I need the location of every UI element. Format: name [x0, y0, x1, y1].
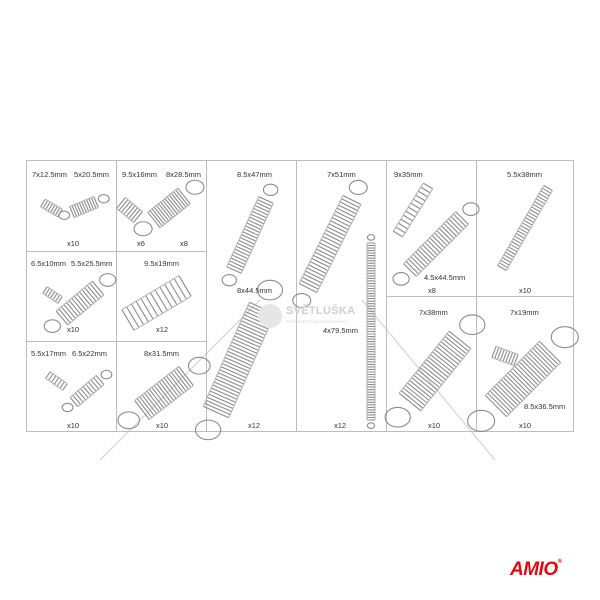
- spring-8x31.5: [117, 356, 211, 430]
- count-c5: x8: [428, 286, 436, 295]
- label-4.5x44.5: 4.5x44.5mm: [424, 273, 466, 282]
- label-6.5x22: 6.5x22mm: [72, 349, 108, 358]
- label-5.5x25.5: 5.5x25.5mm: [71, 259, 113, 268]
- label-4x79.5: 4x79.5mm: [323, 326, 359, 335]
- spring-5.5x17: [45, 371, 68, 391]
- spring-7x38: [384, 314, 486, 428]
- watermark-title: SVĚTLUŠKA: [286, 305, 356, 317]
- amio-logo-text: AMIO: [510, 559, 558, 580]
- count-c7: x10: [67, 325, 80, 334]
- count-c11: x10: [428, 421, 441, 430]
- spring-assortment-grid: 7x12.5mm 5x20.5mm x10 9.5x16mm 8x28.5mm …: [26, 160, 574, 432]
- label-9.5x16: 9.5x16mm: [122, 170, 158, 179]
- spring-8x28.5: [133, 179, 205, 237]
- count-c6: x10: [519, 286, 532, 295]
- label-7x19: 7x19mm: [510, 308, 539, 317]
- watermark: SVĚTLUŠKA SVĚT SVĚTEL A AUTODOPLŇKŮ: [258, 302, 368, 330]
- spring-5x20.5: [58, 194, 110, 220]
- spring-9x35: [392, 182, 434, 238]
- label-8x31.5: 8x31.5mm: [144, 349, 180, 358]
- label-5.5x17: 5.5x17mm: [31, 349, 67, 358]
- amio-logo: AMIO®: [510, 559, 562, 581]
- count-c2b: x8: [180, 239, 188, 248]
- count-c9: x10: [67, 421, 80, 430]
- registered-mark: ®: [557, 559, 562, 565]
- label-7x38: 7x38mm: [419, 308, 448, 317]
- spring-9.5x16: [116, 197, 143, 223]
- label-5x20.5: 5x20.5mm: [74, 170, 110, 179]
- spring-5.5x25.5: [43, 273, 117, 333]
- spring-7x12.5: [40, 198, 63, 218]
- count-c3: x12: [248, 421, 261, 430]
- spring-4.5x44.5: [392, 202, 480, 286]
- label-8.5x47: 8.5x47mm: [237, 170, 273, 179]
- count-c12: x10: [519, 421, 532, 430]
- spring-4x79.5: [366, 234, 376, 429]
- label-7x12.5: 7x12.5mm: [32, 170, 68, 179]
- spring-8.5x36.5: [467, 326, 579, 432]
- spring-6.5x22: [61, 369, 113, 413]
- label-9.5x19: 9.5x19mm: [144, 259, 180, 268]
- count-c4: x12: [334, 421, 347, 430]
- spring-7x51: [292, 179, 368, 309]
- count-c2a: x6: [137, 239, 145, 248]
- spring-7x19: [491, 345, 519, 367]
- spring-8x44.5: [194, 279, 284, 441]
- spring-9.5x19: [121, 275, 192, 331]
- firefly-icon: [258, 304, 282, 328]
- label-9x35: 9x35mm: [394, 170, 423, 179]
- cell-c12: [476, 296, 574, 432]
- count-c1: x10: [67, 239, 80, 248]
- count-c8: x12: [156, 325, 169, 334]
- watermark-subtitle: SVĚT SVĚTEL A AUTODOPLŇKŮ: [286, 319, 348, 324]
- label-8.5x36.5: 8.5x36.5mm: [524, 402, 566, 411]
- spring-6.5x10: [42, 286, 63, 304]
- spring-8.5x47: [221, 183, 279, 287]
- label-6.5x10: 6.5x10mm: [31, 259, 67, 268]
- count-c10: x10: [156, 421, 169, 430]
- label-5.5x38: 5.5x38mm: [507, 170, 543, 179]
- label-7x51: 7x51mm: [327, 170, 356, 179]
- label-8x28.5: 8x28.5mm: [166, 170, 202, 179]
- spring-5.5x38: [497, 185, 553, 271]
- label-8x44.5: 8x44.5mm: [237, 286, 273, 295]
